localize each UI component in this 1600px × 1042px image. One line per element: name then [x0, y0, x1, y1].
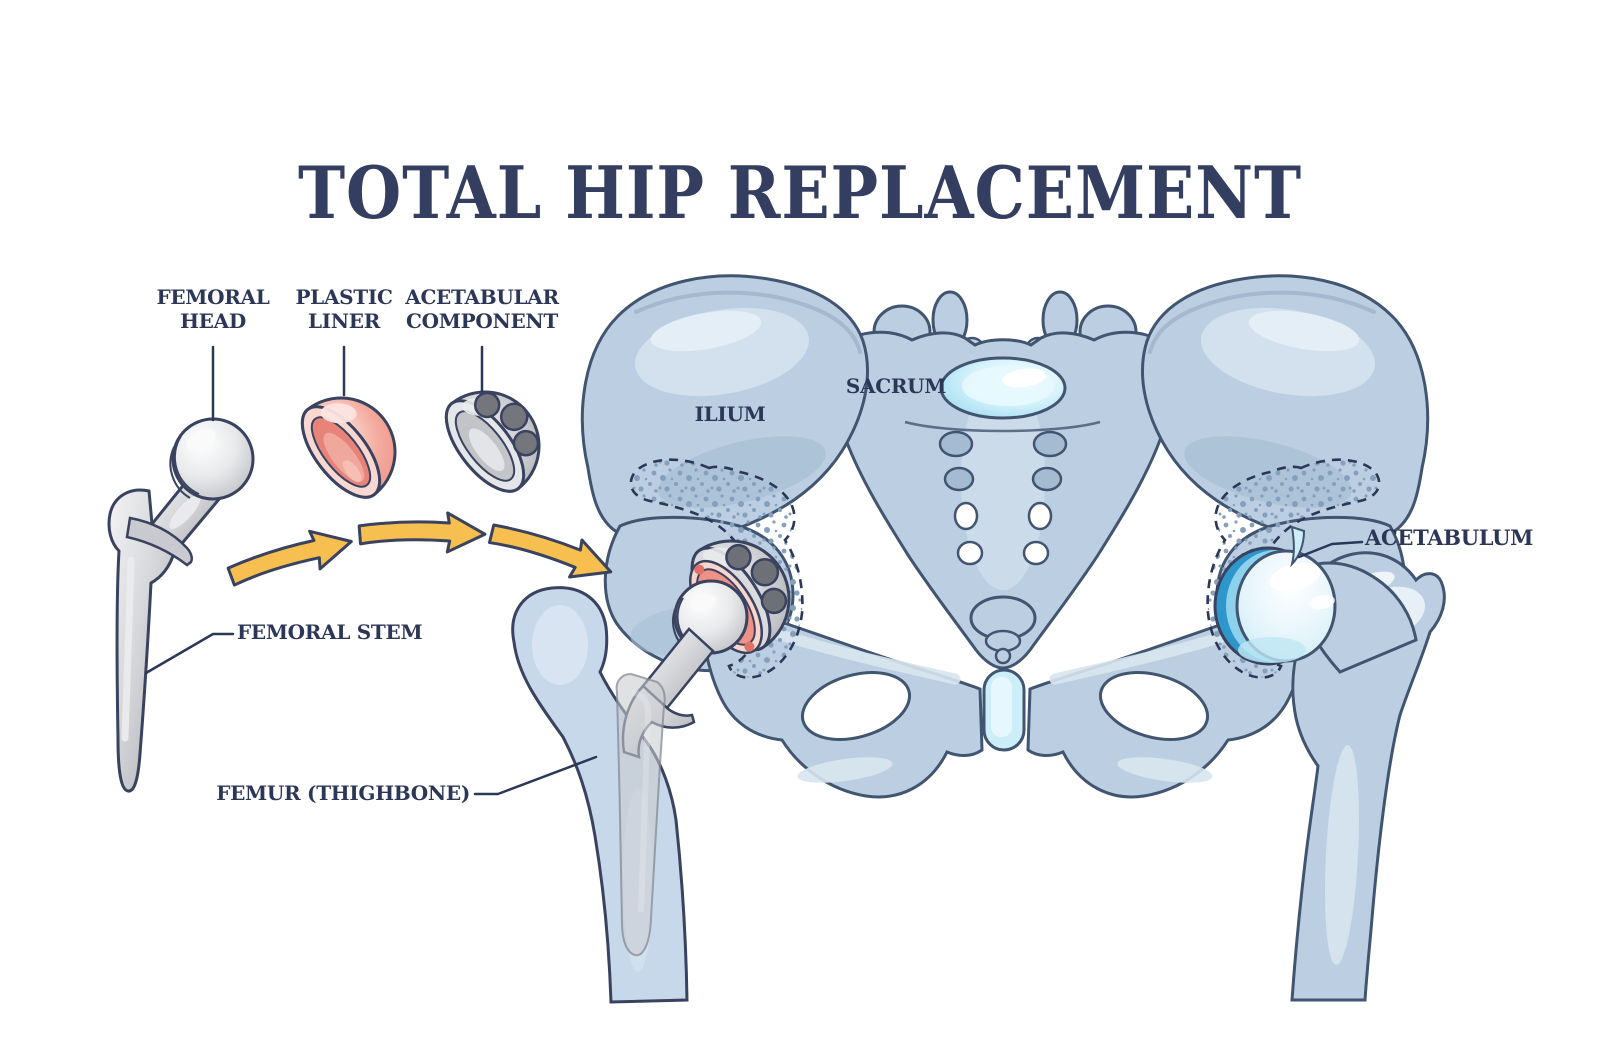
leader-lines — [144, 345, 1364, 796]
implanted-stem-in-bone — [615, 672, 666, 957]
coccyx — [969, 595, 1037, 665]
exploded-femoral-stem — [107, 417, 255, 793]
label-acetabulum: ACETABULUM — [1365, 525, 1534, 550]
acetabulum-leader — [1297, 540, 1364, 559]
label-femoral-stem: FEMORAL STEM — [237, 620, 423, 644]
pubic-symphysis — [982, 668, 1026, 752]
right-arrow-icon — [222, 520, 358, 592]
implanted-hip-assembly — [615, 539, 791, 957]
label-sacrum: SACRUM — [845, 374, 947, 398]
label-femoral-head: FEMORAL HEAD — [156, 285, 270, 333]
exploded-plastic-liner — [300, 396, 397, 499]
sacral-foramina — [938, 430, 1068, 566]
label-ilium: ILIUM — [694, 402, 766, 426]
label-plastic-liner: PLASTIC LINER — [295, 285, 393, 333]
femoral-stem-leader — [144, 632, 235, 675]
intervertebral-disc — [939, 356, 1067, 420]
assembly-arrows — [222, 508, 620, 592]
acetabulum-notch — [1290, 525, 1306, 568]
right-arrow-icon — [484, 508, 620, 592]
exploded-acetabular-component — [444, 390, 541, 493]
right-arrow-icon — [356, 508, 488, 555]
label-femur-thighbone: FEMUR (THIGHBONE) — [216, 781, 470, 805]
right-hip-joint — [1213, 525, 1418, 674]
pelvis — [580, 273, 1430, 797]
femur-leader — [473, 755, 598, 796]
page-title: TOTAL HIP REPLACEMENT — [298, 150, 1302, 236]
label-acetabular-component: ACETABULAR COMPONENT — [405, 285, 559, 333]
